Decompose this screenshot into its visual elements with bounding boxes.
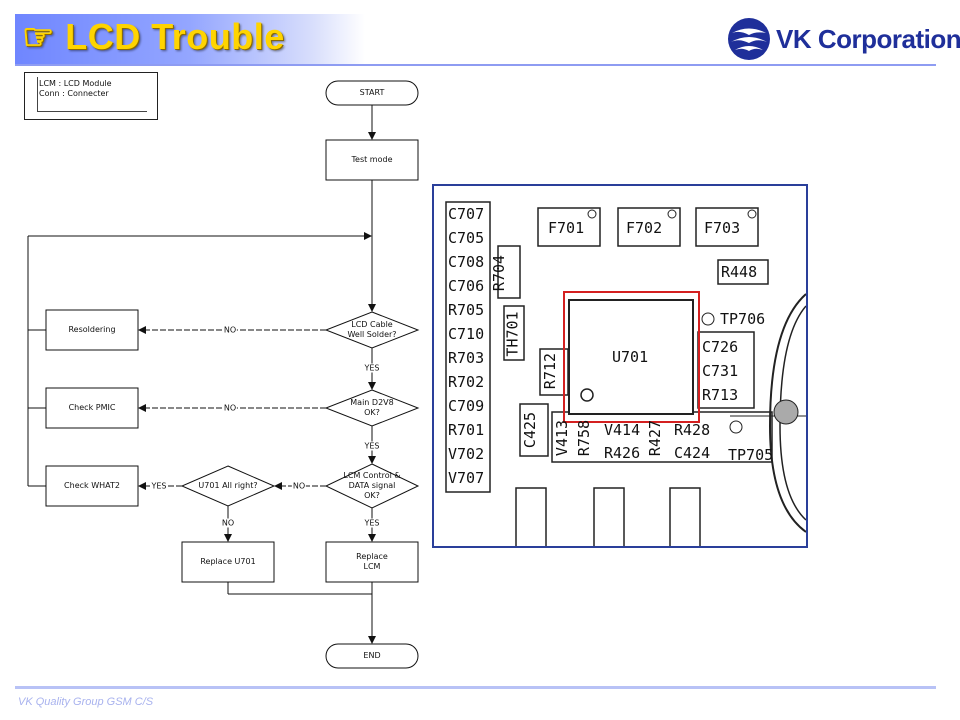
pcb-part-label: U701	[612, 348, 649, 366]
pcb-part-label: R448	[721, 263, 758, 281]
d2v8-question-label: Main D2V8 OK?	[350, 398, 394, 417]
pcb-part-label: R703	[448, 349, 485, 367]
vk-globe-icon	[728, 18, 770, 60]
header-divider	[15, 64, 936, 66]
pcb-part-label: R428	[674, 421, 711, 439]
edge-label-yes: YES	[363, 363, 381, 373]
replace-lcm-box	[325, 541, 419, 583]
pcb-part-label: R712	[541, 352, 560, 390]
test-mode-box	[325, 139, 419, 181]
replace-u701-box	[181, 541, 275, 583]
resoldering-box	[45, 309, 139, 351]
pcb-part-label: C424	[674, 444, 711, 462]
pcb-part-label: V413	[553, 419, 572, 457]
pcb-part-label: C706	[448, 277, 485, 295]
check-what2-box	[45, 465, 139, 507]
pcb-part-label: C707	[448, 205, 485, 223]
start-label: START	[359, 88, 385, 97]
pcb-part-label: C726	[702, 338, 739, 356]
check-pmic-box	[45, 387, 139, 429]
pcb-part-label: R426	[604, 444, 641, 462]
legend-line-conn: Conn : Connecter	[39, 89, 109, 98]
pcb-part-label: F701	[548, 219, 585, 237]
resoldering-label: Resoldering	[68, 325, 116, 334]
pcb-part-label: R705	[448, 301, 485, 319]
legend-line-lcm: LCM : LCD Module	[39, 79, 112, 88]
pcb-layout-image: C707 C705 C708 C706 R705 C710 R703 R702 …	[432, 184, 808, 548]
edge-label-no: NO	[291, 481, 307, 491]
edge-label-yes: YES	[363, 441, 381, 451]
pcb-part-label: V707	[448, 469, 485, 487]
vk-corporation-logo: VK Corporation	[726, 16, 960, 64]
edge-label-no: NO	[222, 325, 238, 335]
pcb-part-label: C731	[702, 362, 739, 380]
u701-question-label: U701 All right?	[198, 481, 258, 490]
replace-u701-label: Replace U701	[200, 557, 256, 566]
check-pmic-label: Check PMIC	[68, 403, 116, 412]
edge-label-yes: YES	[150, 481, 168, 491]
edge-label-no: NO	[220, 518, 236, 528]
pcb-part-label: R701	[448, 421, 485, 439]
edge-label-no: NO	[222, 403, 238, 413]
legend-box: LCM : LCD Module Conn : Connecter	[24, 72, 158, 120]
pcb-part-label: V414	[604, 421, 641, 439]
pcb-part-label: C425	[521, 411, 540, 449]
edge-label-yes: YES	[363, 518, 381, 528]
pcb-part-label: F702	[626, 219, 663, 237]
pcb-part-label: TH701	[503, 311, 522, 357]
pcb-part-label: TP706	[720, 310, 766, 328]
test-mode-label: Test mode	[351, 155, 393, 164]
pcb-part-label: R702	[448, 373, 485, 391]
page-title: ☞ LCD Trouble	[22, 16, 285, 57]
check-what2-label: Check WHAT2	[64, 481, 120, 490]
pcb-part-label: C705	[448, 229, 485, 247]
cable-question-label: LCD Cable Well Solder?	[347, 320, 397, 339]
pcb-part-label: R704	[490, 254, 509, 292]
pcb-part-label: C710	[448, 325, 485, 343]
pcb-part-label: V702	[448, 445, 485, 463]
footer-text: VK Quality Group GSM C/S	[18, 696, 154, 708]
end-terminal	[325, 643, 419, 669]
pcb-part-label: F703	[704, 219, 741, 237]
control-question-label: LCM Control & DATA signal OK?	[343, 471, 401, 500]
pcb-graphics	[445, 201, 806, 546]
pcb-part-label: C708	[448, 253, 485, 271]
pcb-part-label: C709	[448, 397, 485, 415]
header-bar	[15, 14, 365, 64]
pcb-part-label: R427	[646, 419, 665, 457]
end-label: END	[363, 651, 381, 660]
pcb-part-label: R758	[575, 419, 594, 457]
pcb-part-label: TP705	[728, 446, 774, 464]
logo-text: VK Corporation	[776, 24, 960, 54]
replace-lcm-label: Replace LCM	[356, 552, 388, 571]
pcb-part-label: R713	[702, 386, 739, 404]
footer-divider	[15, 686, 936, 689]
